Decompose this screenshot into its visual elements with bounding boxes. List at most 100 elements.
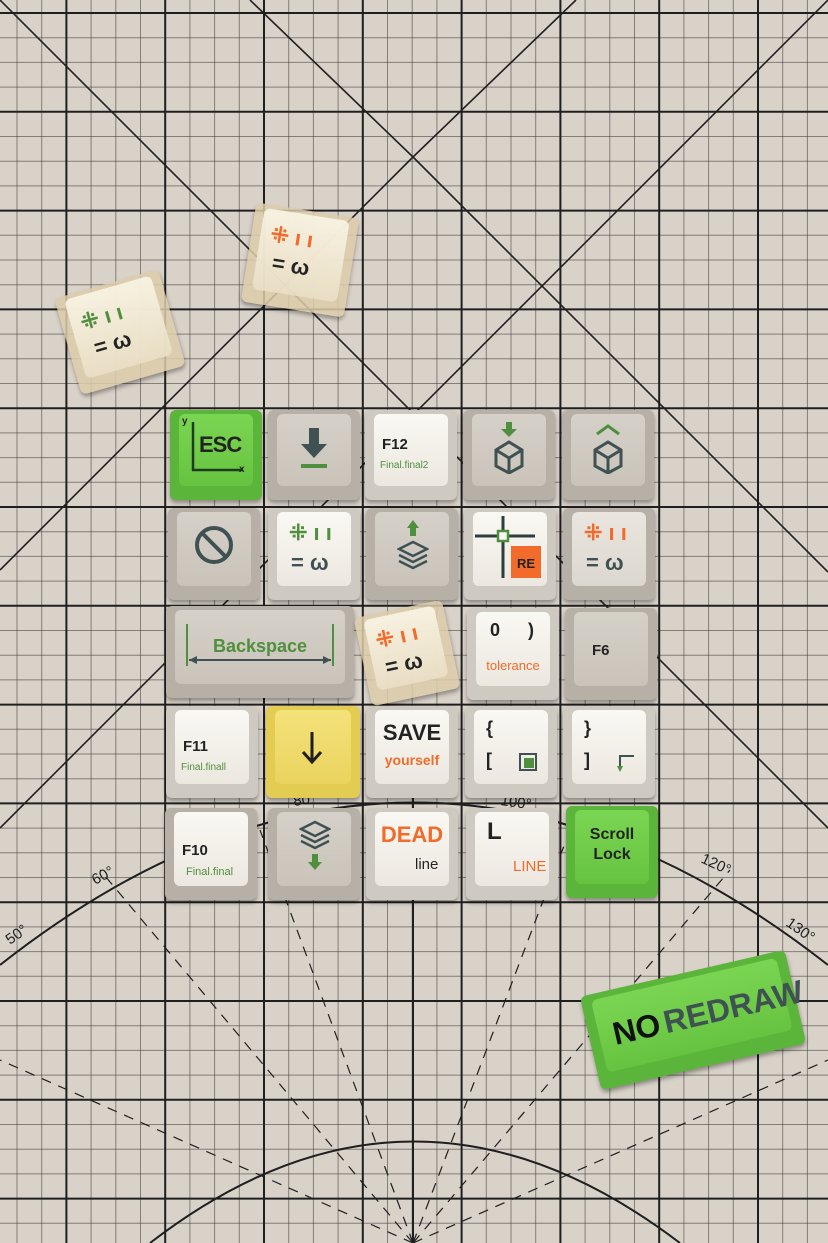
tolerance-top-right: ) bbox=[528, 620, 534, 640]
f11-sublabel: Final.finall bbox=[181, 762, 227, 773]
keycap-arrow-down-top bbox=[275, 710, 351, 784]
loose2-top: ⁜ ı ı bbox=[268, 221, 316, 253]
download-arrow-icon bbox=[301, 428, 327, 468]
keycap-brace-open[interactable]: { [ bbox=[465, 706, 557, 798]
brace-close-bottom: ] bbox=[584, 750, 590, 770]
f10-label: F10 bbox=[182, 842, 208, 859]
keycap-scroll-lock[interactable]: Scroll Lock bbox=[566, 806, 658, 898]
keycap-dead-top: DEAD line bbox=[375, 812, 449, 886]
keycap-symbols[interactable]: ⁜ ı ı = ω bbox=[268, 508, 360, 600]
brace-close-top: } bbox=[584, 718, 592, 738]
keycap-regen[interactable]: RE bbox=[464, 508, 556, 600]
keycap-brace-close-top: } ] bbox=[572, 710, 646, 784]
keycap-esc[interactable]: ESC y x bbox=[170, 410, 262, 500]
keycap-symbols-orange-top: ⁜ ı ı = ω bbox=[572, 512, 646, 586]
loose2-bottom: = ω bbox=[270, 249, 312, 281]
symbols-orange-top: ⁜ ı ı bbox=[584, 520, 627, 545]
esc-label: ESC bbox=[199, 432, 242, 457]
angle-label-60: 60° bbox=[89, 863, 117, 889]
keycap-tolerance-top: 0 ) tolerance bbox=[476, 612, 550, 686]
layers-up-icon bbox=[397, 520, 429, 570]
keycap-dead[interactable]: DEAD line bbox=[366, 808, 458, 900]
f12-label: F12 bbox=[382, 436, 408, 453]
keycap-symbols-clear[interactable]: ⁜ ı ı = ω bbox=[353, 599, 461, 707]
window-select-icon bbox=[519, 753, 537, 771]
brace-open-bottom: [ bbox=[486, 750, 492, 770]
symbols-top: ⁜ ı ı bbox=[289, 520, 332, 545]
symbols-orange-bottom: = ω bbox=[586, 550, 624, 575]
keycap-f6[interactable]: F6 bbox=[565, 608, 657, 700]
keycap-cube-down-top bbox=[472, 414, 546, 486]
keycap-loose-green-top: ⁜ ı ı = ω bbox=[64, 275, 174, 380]
esc-axis-y: y bbox=[182, 416, 188, 427]
keycap-f6-top: F6 bbox=[574, 612, 648, 686]
keycap-backspace-top: Backspace bbox=[175, 610, 345, 684]
keycap-cube-down[interactable] bbox=[463, 410, 555, 500]
keycap-line[interactable]: L LINE bbox=[466, 808, 558, 900]
keycap-layers-down[interactable] bbox=[268, 808, 360, 900]
f10-sublabel: Final.final bbox=[186, 866, 234, 878]
keycap-loose-orange[interactable]: ⁜ ı ı = ω bbox=[240, 202, 360, 318]
backspace-label: Backspace bbox=[212, 636, 308, 656]
save-sublabel: yourself bbox=[384, 752, 440, 768]
crossing-select-icon bbox=[617, 755, 634, 772]
prohibited-icon bbox=[195, 526, 233, 564]
keycap-f12[interactable]: F12 Final.final2 bbox=[365, 410, 457, 500]
keycap-line-top: L LINE bbox=[475, 812, 549, 886]
keycap-scroll-lock-top: Scroll Lock bbox=[575, 810, 649, 884]
f6-label: F6 bbox=[592, 642, 610, 659]
keycap-layers-up-top bbox=[375, 512, 449, 586]
keycap-cube-up-top bbox=[571, 414, 645, 486]
brace-open-top: { bbox=[486, 718, 494, 738]
no-redraw-part1: NO bbox=[609, 1005, 664, 1052]
keycap-f12-top: F12 Final.final2 bbox=[374, 414, 448, 486]
keycap-brace-close[interactable]: } ] bbox=[563, 706, 655, 798]
keycap-cancel-top bbox=[177, 512, 251, 586]
keycap-download[interactable] bbox=[268, 410, 360, 500]
keycap-loose-orange-top: ⁜ ı ı = ω bbox=[251, 207, 350, 303]
cube-down-icon bbox=[494, 422, 524, 474]
crosshair-icon bbox=[475, 516, 541, 578]
keycap-f10-top: F10 Final.final bbox=[174, 812, 248, 886]
no-redraw-part2: REDRAW bbox=[659, 973, 807, 1041]
keycap-backspace[interactable]: Backspace bbox=[166, 606, 354, 698]
keycap-f11[interactable]: F11 Final.finall bbox=[166, 706, 258, 798]
keycap-cube-up[interactable] bbox=[562, 410, 654, 500]
keycap-esc-top: ESC y x bbox=[179, 414, 253, 486]
f11-label: F11 bbox=[183, 738, 209, 755]
dimension-arrow-icon bbox=[186, 624, 334, 666]
scroll-lock-line1: Scroll bbox=[589, 826, 635, 843]
keycap-symbols-clear-top: ⁜ ı ı = ω bbox=[363, 605, 449, 691]
angle-label-120: 120° bbox=[698, 850, 733, 879]
symbols-clear-bottom: = ω bbox=[382, 647, 425, 680]
axis-icon bbox=[191, 422, 243, 472]
arrow-down-icon bbox=[301, 732, 323, 765]
scroll-lock-line2: Lock bbox=[593, 846, 631, 863]
line-sublabel: LINE bbox=[513, 858, 547, 875]
keycap-tolerance[interactable]: 0 ) tolerance bbox=[467, 608, 559, 700]
keycap-layers-down-top bbox=[277, 812, 351, 886]
dead-label: DEAD bbox=[380, 822, 444, 847]
layers-down-icon bbox=[299, 820, 331, 870]
symbols-bottom: = ω bbox=[291, 550, 329, 575]
tolerance-label: tolerance bbox=[486, 658, 540, 673]
keycap-regen-top: RE bbox=[473, 512, 547, 586]
keycap-symbols-orange[interactable]: ⁜ ı ı = ω bbox=[563, 508, 655, 600]
keycap-cancel[interactable] bbox=[168, 508, 260, 600]
keycap-layers-up[interactable] bbox=[366, 508, 458, 600]
f12-sublabel: Final.final2 bbox=[380, 460, 429, 471]
save-label: SAVE bbox=[382, 720, 442, 745]
keycap-save[interactable]: SAVE yourself bbox=[366, 706, 458, 798]
keycap-save-top: SAVE yourself bbox=[375, 710, 449, 784]
keycap-f11-top: F11 Final.finall bbox=[175, 710, 249, 784]
dead-sublabel: line bbox=[415, 856, 439, 873]
esc-axis-x: x bbox=[239, 464, 245, 475]
angle-label-130: 130° bbox=[783, 914, 818, 946]
keycap-arrow-down[interactable] bbox=[266, 706, 360, 798]
cube-up-icon bbox=[593, 424, 623, 474]
regen-label: RE bbox=[517, 556, 536, 571]
keycap-brace-open-top: { [ bbox=[474, 710, 548, 784]
keycap-f10[interactable]: F10 Final.final bbox=[165, 808, 257, 900]
line-top: L bbox=[487, 818, 502, 845]
tolerance-top-left: 0 bbox=[490, 620, 501, 640]
